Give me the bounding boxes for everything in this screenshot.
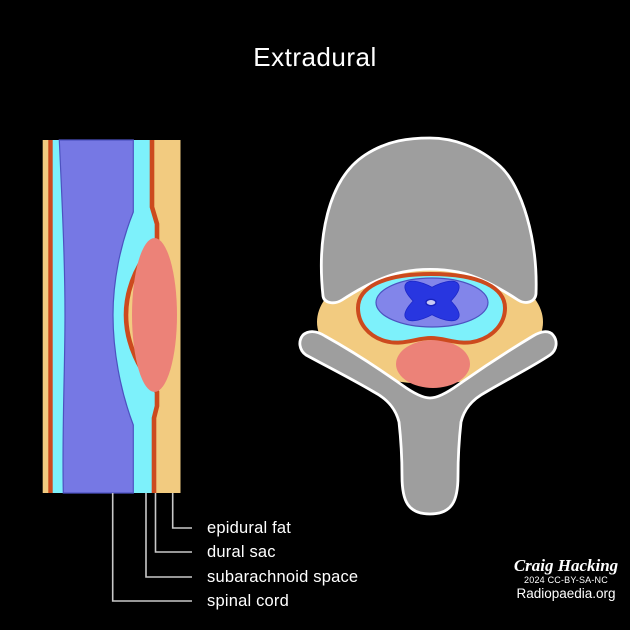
legend-label-spinal-cord: spinal cord: [207, 592, 289, 610]
posterior-vertebral-elements: [298, 330, 558, 516]
signature-block: Craig Hacking 2024 CC-BY-SA-NC Radiopaed…: [480, 556, 630, 602]
leader-dural-sac: [154, 493, 192, 553]
legend-label-subarachnoid-space: subarachnoid space: [207, 568, 359, 586]
page-title: Extradural: [253, 42, 377, 72]
leader-lines: [111, 493, 192, 602]
extradural-mass-axial: [396, 340, 470, 388]
central-canal: [425, 298, 437, 307]
legend-label-dural-sac: dural sac: [207, 543, 276, 561]
site-credit: Radiopaedia.org: [516, 586, 616, 601]
license-text: 2024 CC-BY-SA-NC: [524, 575, 608, 585]
leader-subarachnoid-space: [145, 493, 192, 578]
legend-label-epidural-fat: epidural fat: [207, 519, 292, 537]
leader-epidural-fat: [171, 493, 192, 529]
author-signature: Craig Hacking: [513, 556, 619, 575]
leader-spinal-cord: [111, 493, 192, 602]
axial-figure: [298, 136, 558, 516]
extradural-mass-longitudinal: [132, 238, 177, 392]
spinal-cord-longitudinal: [58, 139, 134, 494]
longitudinal-figure: [42, 139, 181, 494]
vertebral-body: [320, 136, 538, 305]
